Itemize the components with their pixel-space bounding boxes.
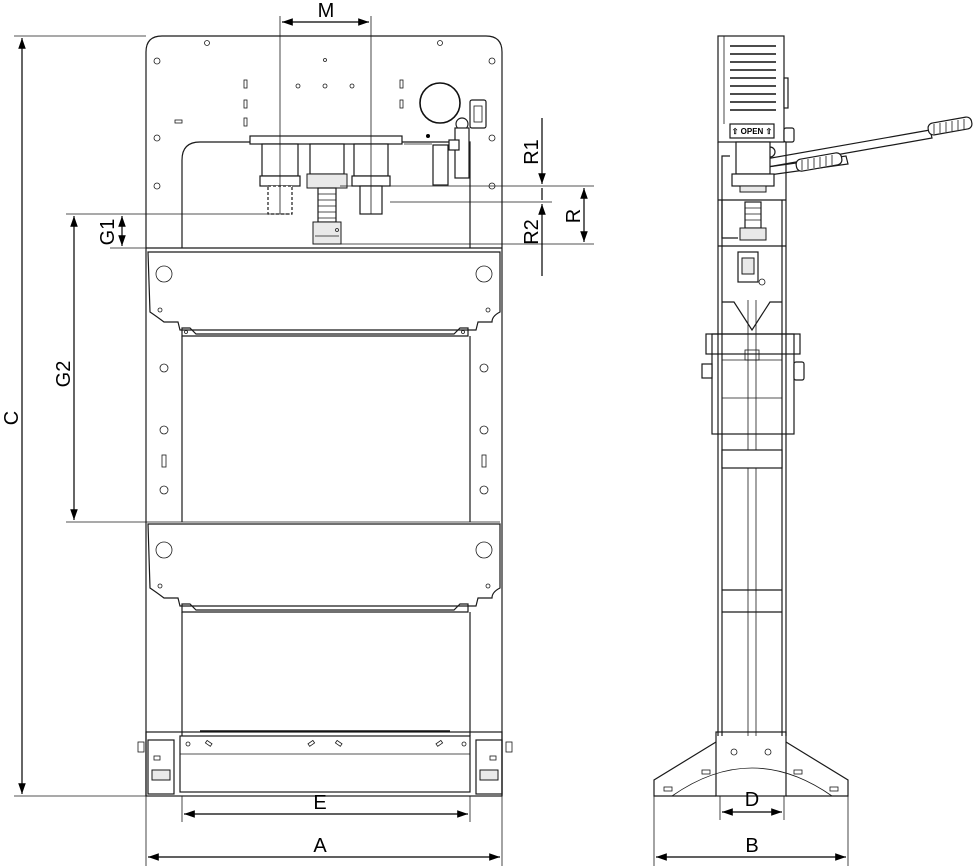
label-R1: R1 xyxy=(521,139,543,165)
valve-open-label: ⇧ OPEN ⇧ xyxy=(732,127,773,136)
side-bolster xyxy=(701,301,805,469)
front-top-plate xyxy=(145,35,503,248)
side-view: ⇧ OPEN ⇧ xyxy=(653,35,973,866)
label-G2: G2 xyxy=(53,361,75,388)
front-dimensions xyxy=(14,16,594,866)
top-plate-holes xyxy=(153,40,496,190)
front-base xyxy=(137,730,513,797)
label-M: M xyxy=(318,0,335,22)
label-G1: G1 xyxy=(97,219,119,246)
gauge-block xyxy=(469,99,487,129)
pump-reservoir-icon xyxy=(419,82,461,124)
label-R: R xyxy=(563,209,585,223)
lower-bed xyxy=(147,523,501,613)
label-A: A xyxy=(313,835,327,857)
label-D: D xyxy=(745,789,759,811)
side-base xyxy=(653,731,849,797)
label-B: B xyxy=(745,835,758,857)
front-view: C M G1 G2 R1 R2 R E A xyxy=(1,0,594,866)
valve-handle-assembly xyxy=(404,117,470,186)
label-E: E xyxy=(313,792,326,814)
label-R2: R2 xyxy=(521,219,543,245)
cylinder-left xyxy=(259,143,301,215)
pump-lever-handle xyxy=(759,116,973,177)
side-gauge-block xyxy=(737,251,766,286)
cylinder-head-plate xyxy=(249,135,403,145)
cooling-fins xyxy=(730,45,776,111)
ram-center xyxy=(306,143,348,245)
side-dimensions xyxy=(653,796,849,866)
label-C: C xyxy=(1,411,23,425)
front-top-opening xyxy=(181,141,250,248)
side-pump-unit: ⇧ OPEN ⇧ xyxy=(717,35,795,143)
side-cylinder xyxy=(721,141,775,241)
cylinder-right xyxy=(351,143,391,215)
upper-bed xyxy=(147,251,501,337)
